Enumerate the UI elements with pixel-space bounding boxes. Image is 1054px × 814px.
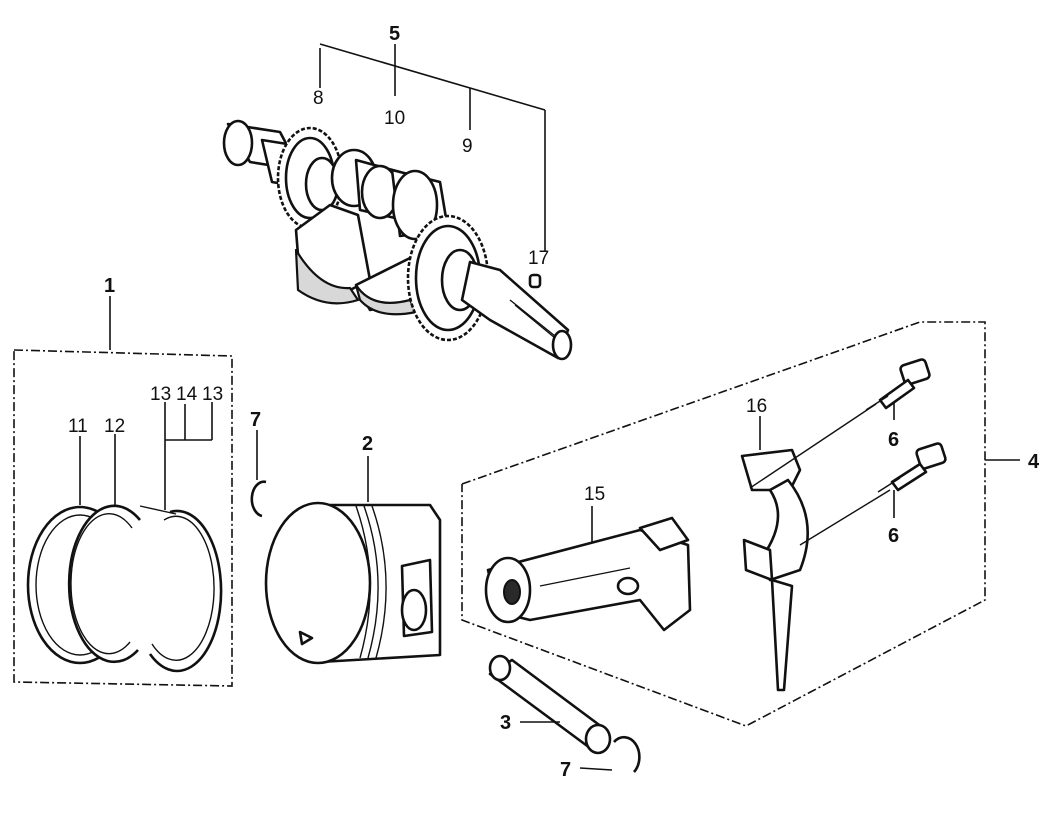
bolt-6-lower [799,442,947,546]
piston [264,456,442,665]
label-12: 12 [104,416,125,437]
label-17: 17 [528,248,549,269]
label-8: 8 [313,88,324,109]
label-9: 9 [462,136,473,157]
label-14: 14 [176,384,198,405]
label-4: 4 [1028,451,1040,473]
bolt-6-upper [749,358,931,489]
gear-9 [406,214,490,342]
label-6-lower: 6 [888,525,899,547]
crankshaft [222,43,573,361]
woodruff-key-17 [528,273,542,289]
label-7-upper: 7 [250,409,261,431]
label-6-upper: 6 [888,429,899,451]
label-10: 10 [384,108,405,129]
label-5: 5 [389,23,400,45]
piston-pin [488,654,612,755]
label-13-left: 13 [150,384,171,405]
piston-ring-set [13,296,233,687]
label-13-right: 13 [202,384,223,405]
label-15: 15 [584,484,605,505]
label-7-lower: 7 [560,759,571,781]
label-1: 1 [104,275,115,297]
connecting-rod-assembly [461,321,1020,727]
circlip-7-upper [250,480,267,518]
label-16: 16 [746,396,767,417]
circlip-7-lower [613,735,641,773]
label-3: 3 [500,712,511,734]
label-2: 2 [362,433,373,455]
label-11: 11 [68,416,88,437]
